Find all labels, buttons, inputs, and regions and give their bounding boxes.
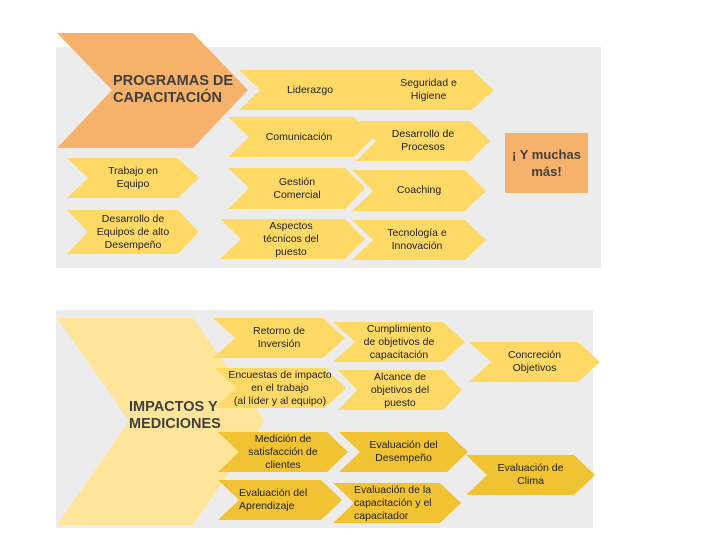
- chevron-procesos: [356, 121, 490, 161]
- item-aprendizaje: Evaluación del Aprendizaje: [239, 487, 308, 512]
- chevron-desempeno: [339, 432, 468, 472]
- more-label: ¡ Y muchas más!: [512, 147, 581, 179]
- chevron-comunicacion: [228, 117, 374, 157]
- item-liderazgo: Liderazgo: [286, 83, 334, 96]
- chevron-medicion: [218, 432, 348, 472]
- item-capacitador: Evaluación de la capacitación y el capac…: [354, 483, 432, 522]
- item-comunicacion: Comunicación: [265, 130, 333, 143]
- chevron-encuestas: [215, 368, 346, 408]
- item-desempeno: Evaluación del Desempeño: [369, 439, 438, 464]
- item-aspectos: Aspectos técnicos del puesto: [263, 219, 319, 258]
- item-medicion: Medición de satisfacción de clientes: [248, 432, 318, 471]
- item-trabajo: Trabajo en Equipo: [108, 165, 158, 190]
- item-encuestas: Encuestas de impacto en el trabajo (al l…: [228, 368, 332, 407]
- chevron-retorno: [213, 318, 345, 358]
- item-equipos: Desarrollo de Equipos de alto Desempeño: [96, 212, 170, 251]
- impacts-title: IMPACTOS Y MEDICIONES: [129, 399, 221, 432]
- chevron-aprendizaje: [218, 480, 342, 520]
- item-tecnologia: Tecnología e Innovación: [387, 227, 447, 252]
- chevron-liderazgo: [239, 70, 385, 110]
- chevron-clima: [466, 455, 595, 495]
- item-coaching: Coaching: [396, 184, 442, 196]
- chevron-seguridad: [360, 70, 494, 110]
- item-cumplimiento: Cumplimiento de objetivos de capacitació…: [363, 322, 435, 361]
- chevron-tecnologia: [352, 220, 486, 260]
- item-alcance: Alcance de objetivos del puesto: [370, 370, 430, 409]
- impacts-title-chevron: [57, 318, 265, 525]
- programs-title-chevron: [57, 33, 248, 148]
- item-seguridad: Seguridad e Higiene: [400, 77, 457, 102]
- programs-title: PROGRAMAS DE CAPACITACIÓN: [113, 73, 234, 106]
- item-clima: Evaluación de Clima: [497, 462, 564, 487]
- chevron-trabajo: [67, 158, 199, 198]
- chevron-capacitador: [333, 483, 461, 523]
- item-procesos: Desarrollo de Procesos: [391, 128, 455, 153]
- item-gestion: Gestión Comercial: [273, 175, 321, 201]
- chevron-concrecion: [469, 342, 600, 382]
- chevron-aspectos: [220, 219, 365, 259]
- item-concrecion: Concreción Objetivos: [507, 349, 562, 374]
- item-retorno: Retorno de Inversión: [253, 325, 305, 350]
- chevron-gestion: [228, 168, 365, 209]
- chevron-cumplimiento: [333, 322, 465, 362]
- more-box: [505, 133, 588, 193]
- chevron-alcance: [338, 370, 462, 410]
- chevron-equipos: [67, 210, 199, 254]
- chevron-coaching: [352, 170, 486, 211]
